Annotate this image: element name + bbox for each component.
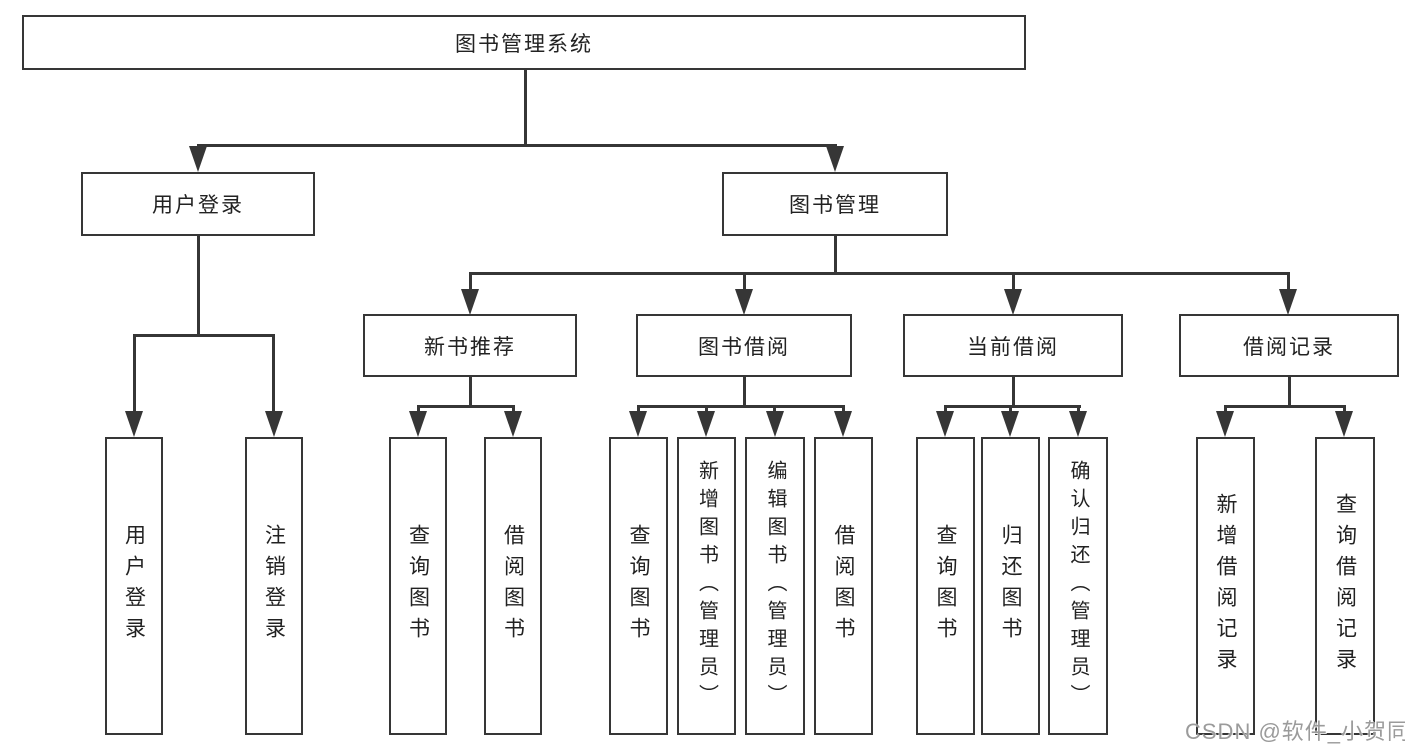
- arrow-down-icon: [697, 411, 715, 437]
- leaf-add-books-admin-label: 新增图书（管理员）: [695, 460, 718, 712]
- arrow-down-icon: [409, 411, 427, 437]
- connector-current-trunk: [1012, 377, 1015, 407]
- node-root-label: 图书管理系统: [455, 32, 593, 56]
- node-borrow-records: 借阅记录: [1179, 314, 1399, 377]
- arrow-down-icon: [629, 411, 647, 437]
- arrow-down-icon: [1279, 289, 1297, 315]
- leaf-return-books-label: 归还图书: [999, 524, 1022, 648]
- connector-userlogin-trunk: [197, 236, 200, 336]
- leaf-logout-label: 注销登录: [262, 524, 286, 648]
- leaf-add-borrow-record: 新增借阅记录: [1196, 437, 1255, 735]
- leaf-borrow-books-recommend-label: 借阅图书: [501, 524, 525, 648]
- leaf-query-borrow-record: 查询借阅记录: [1315, 437, 1375, 735]
- connector-current-drop: [1077, 405, 1080, 413]
- connector-bookmgmt-trunk: [834, 236, 837, 275]
- connector-bookmgmt-drop: [743, 272, 746, 290]
- node-book-management: 图书管理: [722, 172, 948, 236]
- node-book-management-label: 图书管理: [789, 194, 881, 217]
- connector-borrow-drop: [773, 405, 776, 413]
- arrow-down-icon: [735, 289, 753, 315]
- csdn-watermark: CSDN @软件_小贺同学: [1185, 719, 1405, 744]
- connector-newbook-drop: [512, 405, 515, 413]
- connector-newbook-drop: [417, 405, 420, 413]
- connector-current-drop: [944, 405, 947, 413]
- leaf-query-books-borrow-label: 查询图书: [627, 524, 650, 648]
- node-root: 图书管理系统: [22, 15, 1026, 70]
- arrow-down-icon: [265, 411, 283, 437]
- arrow-down-icon: [504, 411, 522, 437]
- leaf-query-books-borrow: 查询图书: [609, 437, 668, 735]
- connector-records-trunk: [1288, 377, 1291, 407]
- connector-borrow-trunk: [743, 377, 746, 407]
- leaf-query-books-recommend: 查询图书: [389, 437, 447, 735]
- leaf-add-books-admin: 新增图书（管理员）: [677, 437, 736, 735]
- connector-userlogin-drop: [133, 334, 136, 413]
- connector-current-drop: [1009, 405, 1012, 413]
- connector-bookmgmt-drop: [1012, 272, 1015, 290]
- leaf-add-borrow-record-label: 新增借阅记录: [1214, 493, 1237, 679]
- arrow-down-icon: [1335, 411, 1353, 437]
- leaf-edit-books-admin-label: 编辑图书（管理员）: [764, 460, 786, 712]
- arrow-down-icon: [1004, 289, 1022, 315]
- node-new-book-recommend: 新书推荐: [363, 314, 577, 377]
- connector-newbook-hbar: [417, 405, 515, 408]
- leaf-query-books-current-label: 查询图书: [934, 524, 957, 648]
- leaf-confirm-return-admin: 确认归还（管理员）: [1048, 437, 1108, 735]
- leaf-logout: 注销登录: [245, 437, 303, 735]
- arrow-down-icon: [1001, 411, 1019, 437]
- leaf-return-books: 归还图书: [981, 437, 1040, 735]
- connector-current-hbar: [944, 405, 1081, 408]
- connector-userlogin-hbar: [133, 334, 275, 337]
- arrow-down-icon: [189, 146, 207, 172]
- arrow-down-icon: [461, 289, 479, 315]
- leaf-user-login-label: 用户登录: [122, 524, 146, 648]
- connector-root-trunk: [524, 69, 527, 146]
- arrow-down-icon: [834, 411, 852, 437]
- connector-borrow-hbar: [637, 405, 845, 408]
- connector-borrow-drop: [705, 405, 708, 413]
- connector-records-drop: [1343, 405, 1346, 413]
- leaf-query-books-current: 查询图书: [916, 437, 975, 735]
- leaf-borrow-books: 借阅图书: [814, 437, 873, 735]
- node-current-borrow-label: 当前借阅: [967, 335, 1059, 359]
- node-new-book-recommend-label: 新书推荐: [424, 335, 516, 359]
- node-user-login-label: 用户登录: [152, 194, 244, 217]
- leaf-borrow-books-label: 借阅图书: [832, 524, 855, 648]
- leaf-edit-books-admin: 编辑图书（管理员）: [745, 437, 805, 735]
- node-borrow-records-label: 借阅记录: [1243, 335, 1335, 359]
- leaf-query-borrow-record-label: 查询借阅记录: [1333, 493, 1357, 679]
- arrow-down-icon: [1216, 411, 1234, 437]
- leaf-borrow-books-recommend: 借阅图书: [484, 437, 542, 735]
- connector-borrow-drop: [637, 405, 640, 413]
- connector-records-hbar: [1224, 405, 1346, 408]
- connector-bookmgmt-drop: [469, 272, 472, 290]
- connector-bookmgmt-hbar: [469, 272, 1290, 275]
- arrow-down-icon: [936, 411, 954, 437]
- connector-borrow-drop: [842, 405, 845, 413]
- connector-userlogin-drop: [272, 334, 275, 413]
- leaf-query-books-recommend-label: 查询图书: [406, 524, 430, 648]
- leaf-confirm-return-admin-label: 确认归还（管理员）: [1067, 460, 1089, 712]
- node-book-borrow-label: 图书借阅: [698, 335, 790, 359]
- node-current-borrow: 当前借阅: [903, 314, 1123, 377]
- leaf-user-login: 用户登录: [105, 437, 163, 735]
- arrow-down-icon: [766, 411, 784, 437]
- arrow-down-icon: [125, 411, 143, 437]
- arrow-down-icon: [826, 146, 844, 172]
- connector-records-drop: [1224, 405, 1227, 413]
- node-user-login: 用户登录: [81, 172, 315, 236]
- connector-newbook-trunk: [469, 377, 472, 407]
- node-book-borrow: 图书借阅: [636, 314, 852, 377]
- arrow-down-icon: [1069, 411, 1087, 437]
- connector-bookmgmt-drop: [1287, 272, 1290, 290]
- connector-root-hbar: [197, 144, 837, 147]
